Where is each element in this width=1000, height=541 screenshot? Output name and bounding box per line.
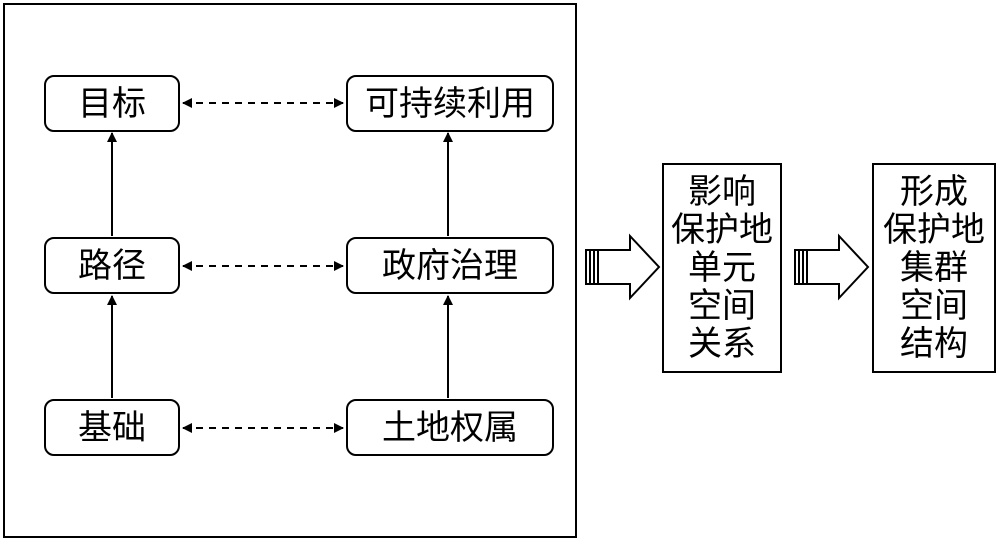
big-arrow-middle-to-right	[794, 233, 870, 301]
box-line: 空间	[688, 286, 756, 326]
box-line: 结构	[900, 324, 968, 364]
node-sustainable-use: 可持续利用	[346, 75, 554, 132]
box-line: 保护地	[883, 210, 985, 250]
node-government-governance: 政府治理	[346, 237, 554, 294]
box-line: 形成	[900, 172, 968, 212]
node-path: 路径	[44, 237, 180, 294]
box-line: 空间	[900, 286, 968, 326]
box-impact-spatial-relation: 影响 保护地 单元 空间 关系	[662, 163, 782, 373]
box-line: 关系	[688, 324, 756, 364]
big-arrow-left-to-middle	[585, 233, 661, 301]
node-goal: 目标	[44, 75, 180, 132]
left-panel-frame	[3, 3, 577, 538]
node-land-ownership: 土地权属	[346, 399, 554, 456]
box-line: 保护地	[671, 210, 773, 250]
box-line: 集群	[900, 248, 968, 288]
box-line: 影响	[688, 172, 756, 212]
box-cluster-spatial-structure: 形成 保护地 集群 空间 结构	[872, 163, 996, 373]
node-foundation: 基础	[44, 399, 180, 456]
box-line: 单元	[688, 248, 756, 288]
